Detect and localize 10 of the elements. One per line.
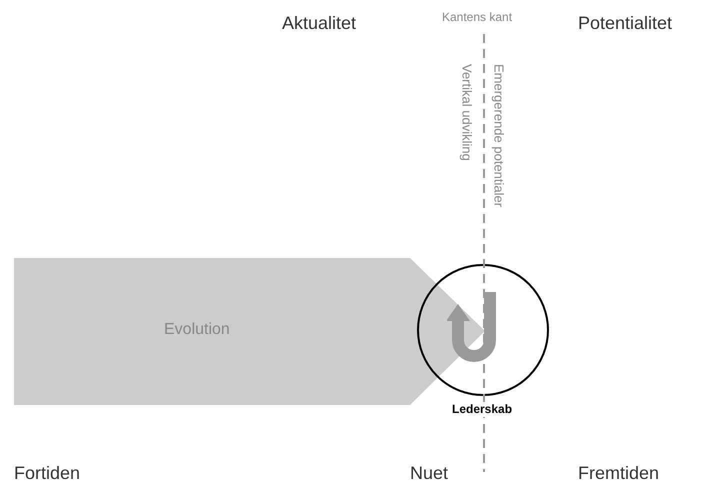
- axis-label: Fremtiden: [578, 462, 660, 484]
- axis-label: Aktualitet: [282, 12, 356, 34]
- vertical-label: Emergerende potentialer: [490, 64, 506, 208]
- circle-caption: Lederskab: [452, 402, 512, 417]
- arrow-text: Evolution: [164, 320, 230, 340]
- axis-label: Fortiden: [14, 462, 80, 484]
- axis-label: Nuet: [410, 462, 448, 484]
- axis-label: Kantens kant: [442, 10, 512, 25]
- axis-label: Potentialitet: [578, 12, 672, 34]
- vertical-label: Vertikal udvikling: [458, 64, 474, 161]
